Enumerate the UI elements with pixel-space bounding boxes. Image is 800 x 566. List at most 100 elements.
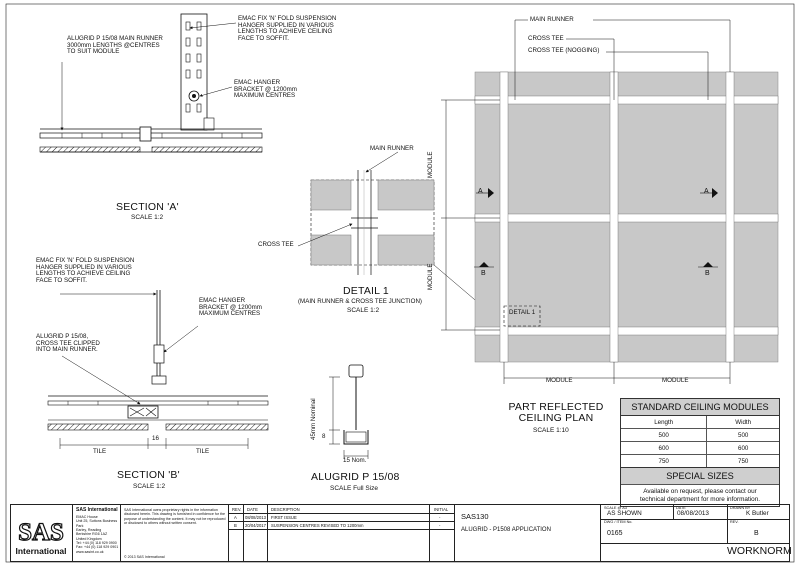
revision-cell: REV. DATE DESCRIPTION INITIAL A 08/08/20… [229, 505, 455, 561]
header-width: Width [706, 416, 779, 429]
plan-section-marker-a-right: A [704, 188, 709, 195]
table-row: 750 750 [621, 454, 779, 467]
company-address: EMAC House Unit 25, Suttons Business Par… [76, 515, 119, 554]
section-b-title: SECTION 'B' [117, 469, 180, 481]
scale-label: SCALE @ A3 [604, 506, 627, 510]
drawing-info-cell: SCALE @ A3 AS SHOWN DATE 08/08/2013 DRAW… [601, 505, 792, 561]
drawing-title: ALUGRID - P1508 APPLICATION [461, 527, 551, 533]
table-row: 600 600 [621, 441, 779, 455]
logo-letters: SAS [18, 519, 64, 546]
detail-1-scale: SCALE 1:2 [347, 307, 380, 314]
detail-1-title: DETAIL 1 [343, 285, 389, 297]
plan-section-marker-a-left: A [478, 188, 483, 195]
copyright-cell: SAS International owns proprietary right… [121, 505, 229, 561]
company-name: SAS International [76, 507, 118, 513]
dwg-value: 0165 [607, 530, 623, 537]
rev-date: 08/08/2013 [245, 515, 266, 520]
sas-logo: SAS International [15, 509, 67, 557]
company-cell: SAS International EMAC House Unit 25, Su… [73, 505, 121, 561]
drawn-by-label: DRAWN BY [730, 506, 751, 510]
cell-length: 750 [621, 454, 707, 467]
plan-detail-tag: DETAIL 1 [509, 309, 536, 316]
plan-nogging-label: CROSS TEE (NOGGING) [528, 47, 600, 54]
plan-module-horizontal-2: MODULE [662, 377, 689, 384]
rev-letter: B [234, 523, 237, 528]
plan-scale: SCALE 1:10 [533, 427, 569, 434]
section-b-dim-tile-right: TILE [196, 448, 210, 455]
rev-header-rev: REV. [232, 507, 242, 512]
rev-letter: A [234, 515, 237, 520]
revision-header-row: REV. DATE DESCRIPTION INITIAL [229, 505, 454, 514]
detail-1-drawing [297, 151, 509, 329]
rev-value: B [754, 530, 759, 537]
drawing-title-cell: SAS130 ALUGRID - P1508 APPLICATION [455, 505, 601, 561]
section-b-cross-tee-callout: ALUGRID P 15/08, CROSS TEE CLIPPED INTO … [36, 333, 100, 353]
cell-length: 600 [621, 441, 707, 455]
date-label: DATE [676, 506, 686, 510]
cell-width: 750 [706, 454, 779, 467]
brand-name: WORKNORM [727, 545, 792, 557]
detail-1-main-runner-label: MAIN RUNNER [370, 145, 414, 152]
cell-width: 600 [706, 441, 779, 455]
alugrid-scale: SCALE Full Size [330, 485, 379, 492]
rev-description: FIRST ISSUE [271, 515, 297, 520]
section-a-fix-fold-callout: EMAC FIX 'N' FOLD SUSPENSION HANGER SUPP… [238, 15, 337, 42]
plan-module-vertical-1: MODULE [427, 151, 434, 178]
info-row-mid: DWG / ITEM No. 0165 REV. B [601, 519, 789, 544]
standard-modules-title: STANDARD CEILING MODULES [621, 399, 779, 416]
section-a-title: SECTION 'A' [116, 201, 179, 213]
plan-module-horizontal-1: MODULE [546, 377, 573, 384]
rev-label: REV. [730, 520, 739, 524]
rev-description: SUSPENSION CENTRES REVISED TO 1200mm [271, 523, 364, 528]
section-b-hanger-bracket-callout: EMAC HANGER BRACKET @ 1200mm MAXIMUM CEN… [199, 297, 262, 317]
standard-modules-table: STANDARD CEILING MODULES Length Width 50… [620, 398, 780, 508]
table-row: A 08/08/2013 FIRST ISSUE - [229, 513, 454, 522]
rev-initial: - [439, 523, 441, 528]
table-header-row: Length Width [621, 416, 779, 429]
rev-header-description: DESCRIPTION [271, 507, 300, 512]
plan-module-vertical-2: MODULE [427, 263, 434, 290]
section-a-hanger-bracket-callout: EMAC HANGER BRACKET @ 1200mm MAXIMUM CEN… [234, 79, 297, 99]
plan-section-marker-b-right: B [705, 270, 710, 277]
scale-value: AS SHOWN [607, 510, 642, 517]
alugrid-height-dim: 45mm Nominal [310, 398, 317, 440]
logo-cell: SAS International [11, 505, 73, 561]
title-block: SAS International SAS International EMAC… [10, 504, 792, 562]
special-sizes-note: Available on request, please contact our… [621, 484, 779, 506]
rev-header-initial: INITIAL [434, 507, 449, 512]
drawn-by-value: K Butler [746, 510, 769, 517]
plan-title: PART REFLECTED CEILING PLAN [508, 401, 604, 425]
date-value: 08/08/2013 [677, 510, 709, 517]
detail-1-cross-tee-label: CROSS TEE [258, 241, 294, 248]
section-a-main-runner-callout: ALUGRID P 15/08 MAIN RUNNER 3000mm LENGT… [67, 35, 163, 55]
cell-width: 500 [706, 428, 779, 442]
rev-header-date: DATE [247, 507, 258, 512]
alugrid-title: ALUGRID P 15/08 [311, 471, 400, 483]
logo-word: International [15, 546, 66, 556]
alugrid-dim-15: 15 Nom. [343, 457, 367, 464]
table-row: B 20/04/2017 SUSPENSION CENTRES REVISED … [229, 521, 454, 530]
detail-1-subtitle: (MAIN RUNNER & CROSS TEE JUNCTION) [298, 298, 422, 305]
sas-logo-mark: SAS International [15, 509, 67, 557]
section-b-drawing [47, 290, 269, 449]
section-a-drawing [39, 13, 263, 153]
dwg-label: DWG / ITEM No. [604, 520, 633, 524]
special-sizes-title: SPECIAL SIZES [621, 467, 779, 484]
copyright-year: © 2013 SAS International [124, 555, 165, 559]
header-length: Length [654, 418, 674, 426]
table-row: 500 500 [621, 428, 779, 442]
alugrid-profile-drawing [329, 364, 369, 459]
plan-section-marker-b-left: B [481, 270, 486, 277]
section-b-fix-fold-callout: EMAC FIX 'N' FOLD SUSPENSION HANGER SUPP… [36, 257, 135, 284]
section-a-scale: SCALE 1:2 [131, 214, 164, 221]
standard-modules-grid: Length Width 500 500 600 600 750 750 [621, 416, 779, 467]
plan-main-runner-label: MAIN RUNNER [530, 16, 574, 23]
reflected-ceiling-plan [441, 19, 779, 384]
cell-length: 500 [621, 428, 707, 442]
section-b-dim-16: 16 [152, 435, 159, 442]
info-row-top: SCALE @ A3 AS SHOWN DATE 08/08/2013 DRAW… [601, 505, 789, 520]
section-b-dim-tile-left: TILE [93, 448, 107, 455]
copyright-notice: SAS International owns proprietary right… [124, 508, 226, 525]
